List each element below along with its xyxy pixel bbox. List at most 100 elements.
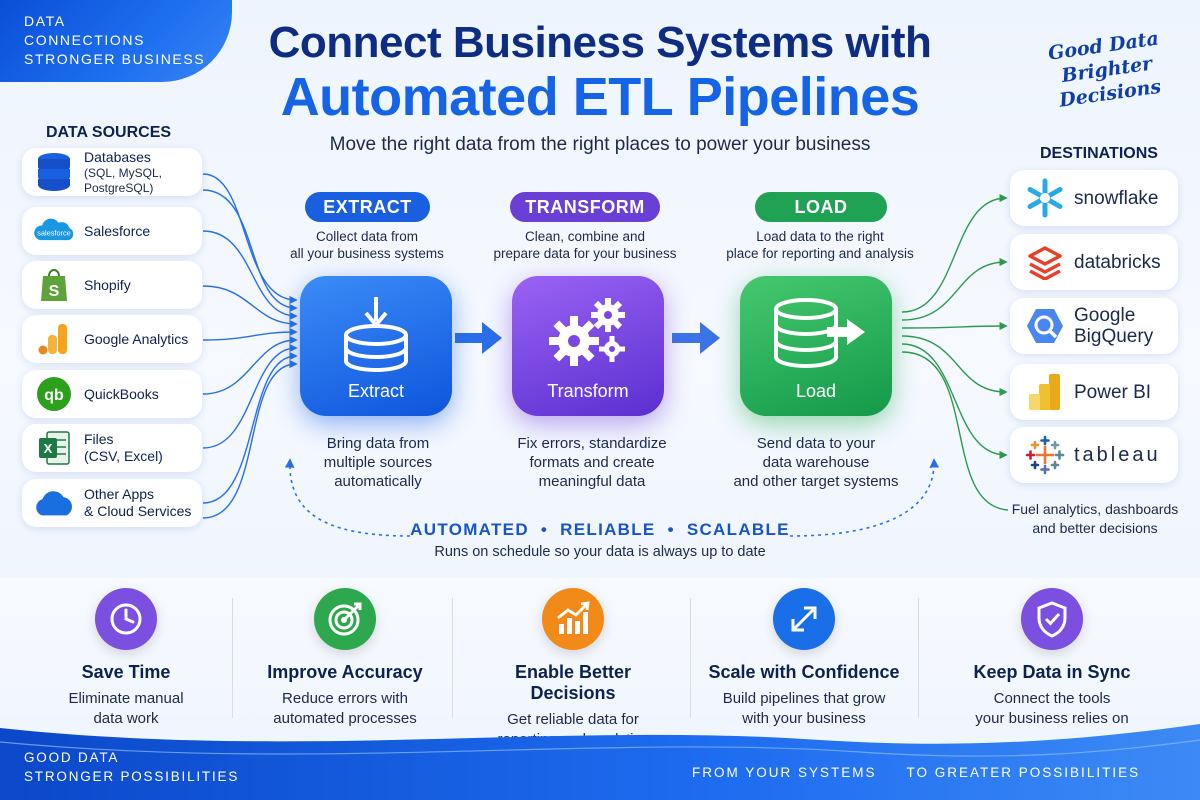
benefit-title: Keep Data in Sync <box>973 662 1131 682</box>
footer-phrase: FROM YOUR SYSTEMS <box>692 765 877 780</box>
footer-right-text: FROM YOUR SYSTEMS TO GREATER POSSIBILITIE… <box>692 765 1140 780</box>
brand-line: STRONGER BUSINESS <box>24 51 206 67</box>
brand-line: DATA <box>24 13 66 29</box>
source-shopify: S Shopify <box>22 261 202 309</box>
sources-header: DATA SOURCES <box>46 124 172 141</box>
benefit-description: Build pipelines that grow with your busi… <box>704 689 904 729</box>
load-pill: LOAD <box>755 192 887 222</box>
tagline-word: AUTOMATED <box>410 520 529 539</box>
benefit-description: Connect the tools your business relies o… <box>952 689 1152 729</box>
source-databases: Databases (SQL, MySQL, PostgreSQL) <box>22 148 202 196</box>
note-line: Fuel analytics, dashboards <box>1011 501 1179 517</box>
benefit-description: Eliminate manual data work <box>26 689 226 729</box>
transform-detail-line: formats and create <box>529 454 655 471</box>
bullet-icon: • <box>667 520 675 539</box>
source-sublabel: (SQL, MySQL, <box>84 165 163 180</box>
footer-phrase: TO GREATER POSSIBILITIES <box>906 765 1141 780</box>
extract-to-transform-arrow <box>455 322 502 354</box>
benefit-desc-line: your business relies on <box>975 710 1129 727</box>
extract-desc-line: Collect data from <box>315 229 419 244</box>
extract-desc-line: all your business systems <box>290 246 444 261</box>
transform-detail-line: meaningful data <box>538 473 646 490</box>
load-description: Load data to the right place for reporti… <box>710 228 930 262</box>
benefit-title: Scale with Confidence <box>708 662 900 682</box>
destination-label: Google BigQuery <box>1074 305 1153 347</box>
footer-left-text: GOOD DATA STRONGER POSSIBILITIES <box>24 748 239 786</box>
benefit-improve-accuracy: Improve Accuracy Reduce errors with auto… <box>245 588 445 729</box>
transform-stage: Transform <box>512 276 664 416</box>
brand-corner-banner: DATA CONNECTIONS STRONGER BUSINESS <box>0 0 232 82</box>
target-icon <box>314 588 376 650</box>
benefit-desc-line: Build pipelines that grow <box>722 690 886 707</box>
growth-chart-icon <box>542 588 604 650</box>
transform-desc-line: prepare data for your business <box>493 246 677 261</box>
benefit-title: Enable Better Decisions <box>514 662 632 703</box>
benefit-desc-line: Get reliable data for <box>507 711 639 728</box>
bigquery-icon <box>1024 305 1066 347</box>
extract-detail-line: automatically <box>334 473 422 490</box>
clock-icon <box>95 588 157 650</box>
destination-powerbi: Power BI <box>1010 364 1178 420</box>
databricks-icon <box>1024 241 1066 283</box>
benefit-desc-line: data work <box>93 710 159 727</box>
transform-desc-line: Clean, combine and <box>524 229 646 244</box>
svg-text:qb: qb <box>44 387 64 404</box>
shopify-icon: S <box>32 265 76 305</box>
benefit-keep-sync: Keep Data in Sync Connect the tools your… <box>952 588 1152 729</box>
source-sublabel: PostgreSQL) <box>84 180 154 195</box>
transform-detail-line: Fix errors, standardize <box>517 435 667 452</box>
benefit-desc-line: Reduce errors with <box>282 690 408 707</box>
source-salesforce: salesforce Salesforce <box>22 207 202 255</box>
load-box-label: Load <box>795 381 837 401</box>
destination-label: databricks <box>1074 251 1161 273</box>
transform-pill: TRANSFORM <box>510 192 660 222</box>
destination-databricks: databricks <box>1010 234 1178 290</box>
footer-line: GOOD DATA <box>24 750 120 765</box>
snowflake-icon <box>1024 177 1066 219</box>
source-quickbooks: qb QuickBooks <box>22 370 202 418</box>
extract-detail-line: multiple sources <box>323 454 433 471</box>
extract-detail: Bring data from multiple sources automat… <box>278 434 478 491</box>
gears-icon <box>549 298 625 366</box>
source-label: Other Apps <box>84 486 155 502</box>
expand-arrows-icon <box>773 588 835 650</box>
source-sublabel: (CSV, Excel) <box>84 448 163 464</box>
footer-wave <box>0 724 1200 800</box>
source-other-apps: Other Apps & Cloud Services <box>22 479 202 527</box>
source-sublabel: & Cloud Services <box>84 503 192 519</box>
source-google-analytics: Google Analytics <box>22 315 202 363</box>
destination-snowflake: snowflake <box>1010 170 1178 226</box>
svg-text:S: S <box>49 283 60 300</box>
tagline-word: SCALABLE <box>686 520 790 539</box>
destination-label-line: Google <box>1074 305 1136 326</box>
source-files: X Files (CSV, Excel) <box>22 424 202 472</box>
powerbi-icon <box>1024 371 1066 413</box>
page-subtitle: Move the right data from the right place… <box>329 134 871 155</box>
page-title-line1: Connect Business Systems with <box>268 18 932 67</box>
load-detail-line: Send data to your <box>756 435 876 452</box>
benefit-divider <box>918 598 919 718</box>
benefit-description: Reduce errors with automated processes <box>245 689 445 729</box>
destination-bigquery: Google BigQuery <box>1010 298 1178 354</box>
benefit-desc-line: automated processes <box>273 710 417 727</box>
note-line: and better decisions <box>1032 520 1158 536</box>
benefit-desc-line: Connect the tools <box>993 690 1111 707</box>
transform-description: Clean, combine and prepare data for your… <box>475 228 695 262</box>
load-detail: Send data to your data warehouse and oth… <box>716 434 916 491</box>
benefit-desc-line: with your business <box>742 710 866 727</box>
benefit-divider <box>232 598 233 718</box>
benefit-divider <box>690 598 691 718</box>
bullet-icon: • <box>540 520 549 539</box>
transform-to-load-arrow <box>672 322 720 354</box>
benefit-desc-line: Eliminate manual <box>68 690 184 707</box>
extract-database-icon <box>344 297 408 372</box>
load-database-icon <box>774 298 865 368</box>
extract-description: Collect data from all your business syst… <box>257 228 477 262</box>
database-icon <box>32 152 76 192</box>
benefit-save-time: Save Time Eliminate manual data work <box>26 588 226 729</box>
footer-line: STRONGER POSSIBILITIES <box>24 769 240 784</box>
extract-stage: Extract <box>300 276 452 416</box>
cloud-icon <box>32 483 76 523</box>
benefit-title: Save Time <box>81 662 171 682</box>
load-desc-line: Load data to the right <box>756 229 884 244</box>
